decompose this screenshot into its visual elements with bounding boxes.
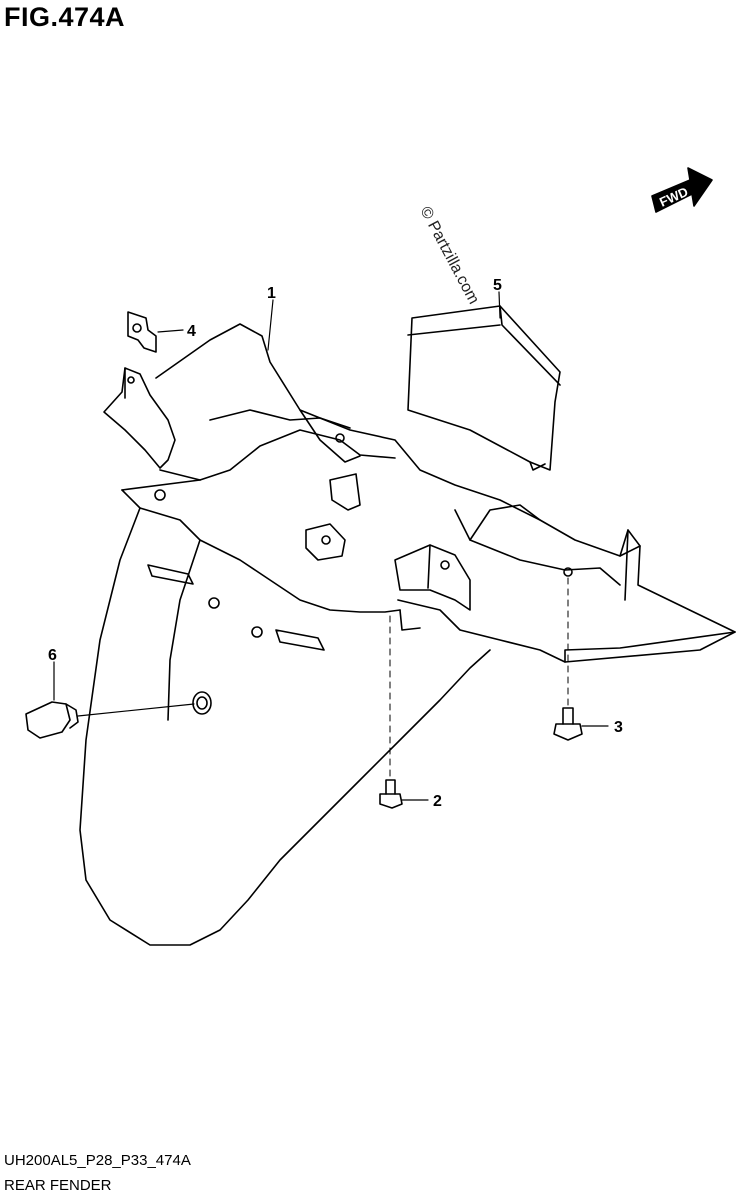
clip-part-2 [379, 615, 429, 809]
fwd-arrow-icon: FWD [651, 167, 713, 213]
leader-line-1 [267, 299, 274, 351]
callout-6: 6 [48, 647, 57, 664]
model-code: UH200AL5_P28_P33_474A [4, 1152, 191, 1169]
callout-2: 2 [433, 793, 442, 810]
pad-part-5 [407, 305, 561, 471]
fwd-label: FWD [657, 184, 690, 210]
callout-3: 3 [614, 719, 623, 736]
cushion-part-6 [25, 701, 195, 739]
clip-nut-part-4 [127, 311, 157, 353]
watermark-text: © Partzilla.com [416, 204, 482, 307]
callout-5: 5 [493, 277, 502, 294]
callout-1: 1 [267, 285, 276, 302]
bolt-part-3 [553, 577, 609, 741]
callout-4: 4 [187, 323, 196, 340]
leader-line-5 [498, 291, 501, 319]
figure-title: FIG.474A [4, 2, 126, 32]
leader-line-4 [157, 329, 184, 333]
section-name: REAR FENDER [4, 1177, 112, 1194]
rear-fender-part-1 [79, 323, 736, 946]
